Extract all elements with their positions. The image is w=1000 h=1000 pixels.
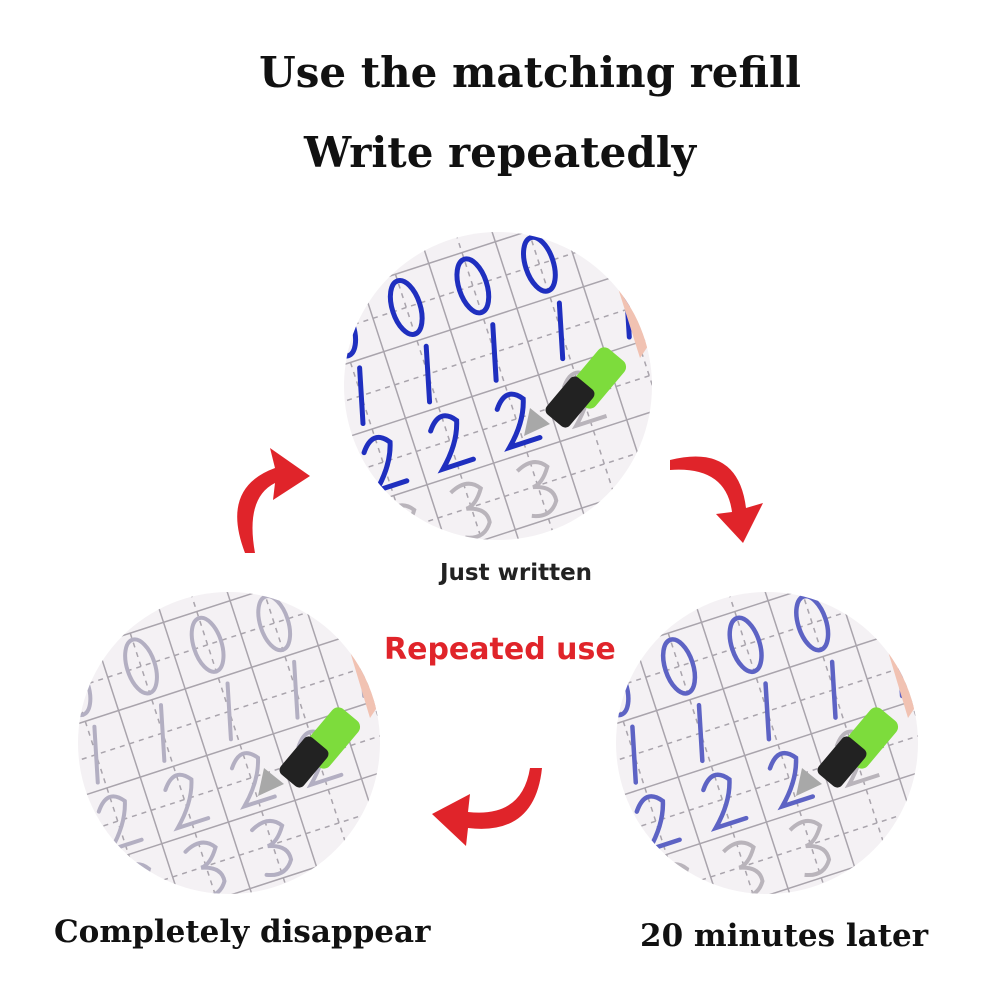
headline-line-2: Write repeatedly bbox=[303, 128, 697, 177]
photo-just-written bbox=[344, 232, 652, 540]
headline-line-1: Use the matching refill bbox=[259, 48, 801, 97]
caption-completely-disappear: Completely disappear bbox=[54, 914, 431, 950]
photo-20-minutes-later bbox=[616, 592, 918, 894]
caption-just-written: Just written bbox=[440, 560, 593, 586]
caption-20-minutes-later: 20 minutes later bbox=[640, 918, 929, 954]
curved-arrow-icon bbox=[432, 768, 542, 846]
photo-completely-disappear bbox=[78, 592, 380, 894]
curved-arrow-icon bbox=[670, 456, 763, 543]
center-label-repeated-use: Repeated use bbox=[384, 632, 616, 667]
curved-arrow-icon bbox=[237, 448, 310, 553]
